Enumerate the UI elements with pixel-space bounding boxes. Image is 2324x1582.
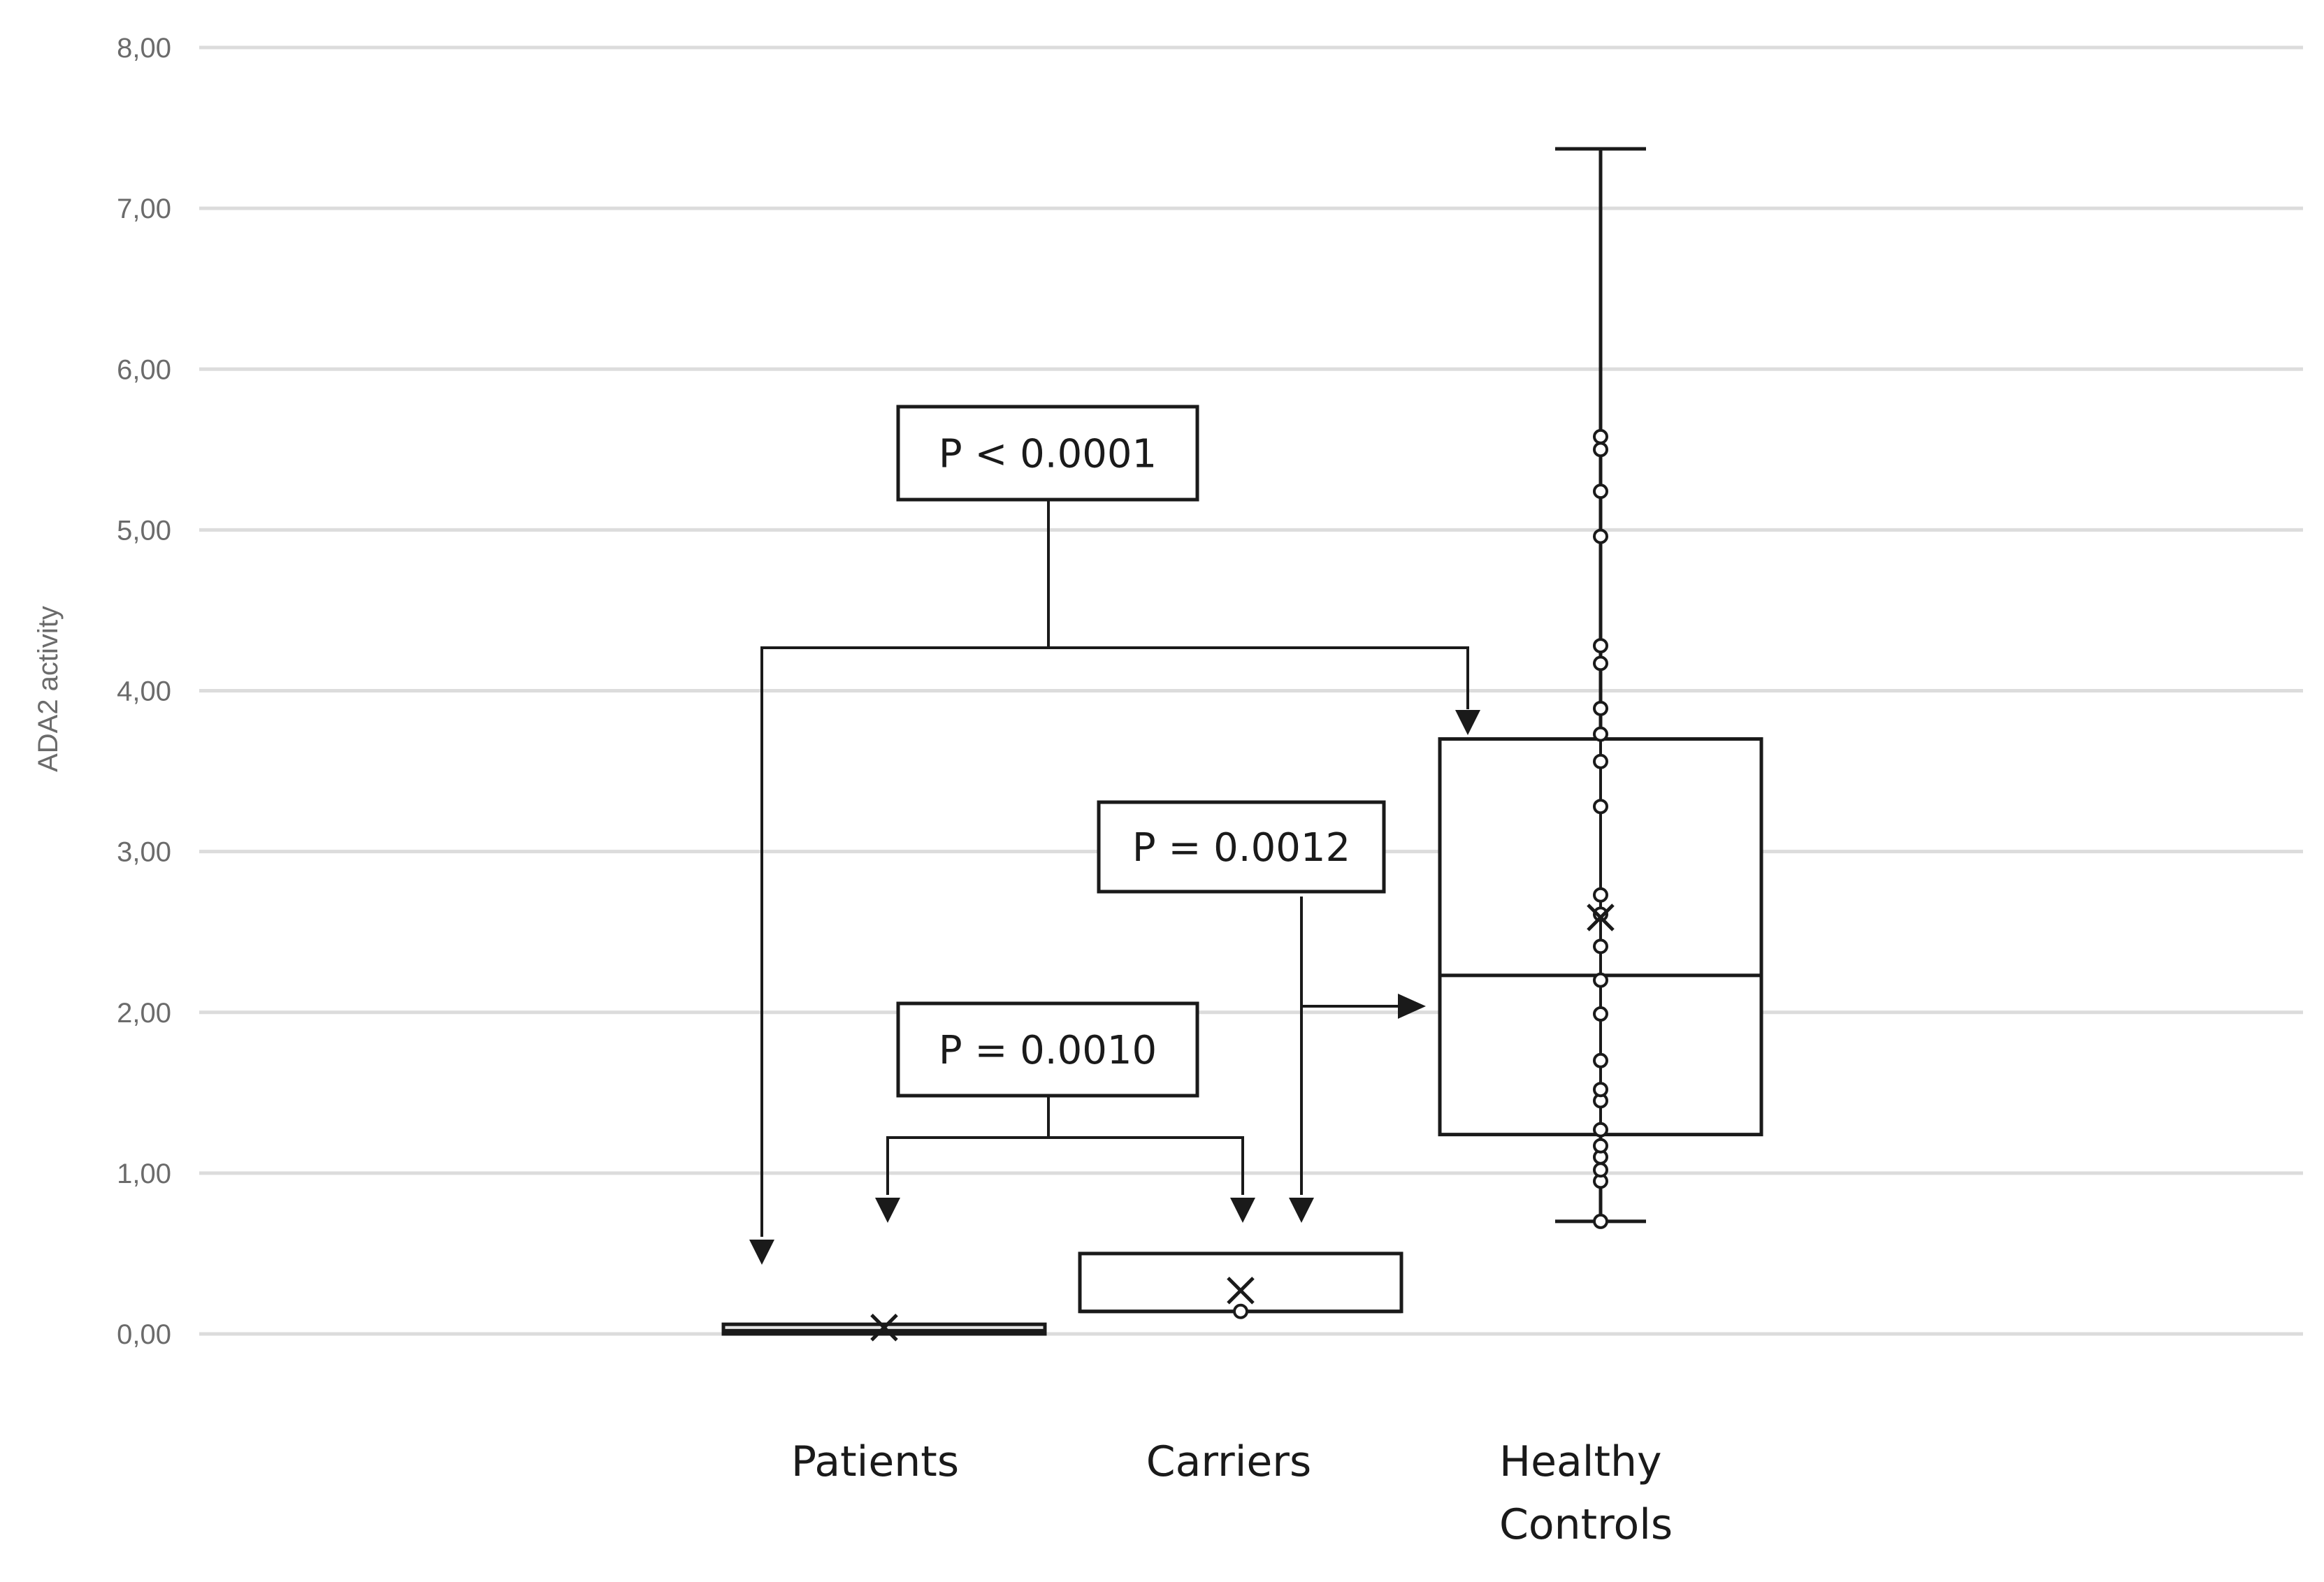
data-point-2-9 bbox=[1593, 1006, 1608, 1022]
data-point-2-4 bbox=[1593, 1138, 1608, 1154]
data-point-2-18 bbox=[1593, 655, 1608, 672]
y-tick-label-0: 0,00 bbox=[117, 1319, 171, 1350]
box-1 bbox=[1078, 1251, 1403, 1314]
data-point-2-7 bbox=[1593, 1082, 1608, 1098]
p-value-label-0: P < 0.0001 bbox=[939, 432, 1157, 477]
gridlines bbox=[199, 45, 2303, 1336]
mean-marker-2 bbox=[1587, 904, 1615, 931]
y-tick-label-1: 1,00 bbox=[117, 1159, 171, 1189]
category-label-line-1-0: Carriers bbox=[1146, 1437, 1311, 1486]
data-point-2-5 bbox=[1593, 1122, 1608, 1138]
p-value-box-1 bbox=[1097, 800, 1386, 894]
data-point-2-12 bbox=[1593, 906, 1608, 922]
category-label-1: Carriers bbox=[1146, 1437, 1311, 1486]
data-point-1-0 bbox=[1233, 1303, 1248, 1319]
data-point-2-11 bbox=[1593, 938, 1608, 955]
data-point-2-23 bbox=[1593, 428, 1608, 444]
data-point-2-20 bbox=[1593, 528, 1608, 544]
category-label-line-2-0: Healthy bbox=[1499, 1437, 1662, 1486]
p-value-label-2: P = 0.0010 bbox=[939, 1028, 1157, 1073]
mean-marker-1 bbox=[1227, 1277, 1255, 1305]
data-point-2-0 bbox=[1593, 1213, 1608, 1229]
significance-annotations: P < 0.0001 P = 0.0012 P = 0.0010 bbox=[749, 405, 1480, 1265]
arrow-head-2b bbox=[1230, 1198, 1255, 1223]
arrow-head-0b bbox=[1455, 710, 1480, 735]
data-point-2-2 bbox=[1593, 1162, 1608, 1178]
data-point-2-21 bbox=[1593, 484, 1608, 500]
data-point-2-14 bbox=[1593, 799, 1608, 815]
y-tick-label-3: 3,00 bbox=[117, 837, 171, 868]
data-point-2-13 bbox=[1593, 887, 1608, 903]
category-label-line-2-1: Controls bbox=[1499, 1500, 1673, 1549]
boxes bbox=[721, 147, 1763, 1342]
box-group-0 bbox=[721, 1314, 1047, 1342]
p-value-label-1: P = 0.0012 bbox=[1132, 825, 1350, 871]
y-tick-label-6: 6,00 bbox=[117, 354, 171, 385]
comparison-group-2: P = 0.0010 bbox=[875, 1001, 1255, 1223]
data-point-2-8 bbox=[1593, 1052, 1608, 1068]
data-point-2-19 bbox=[1593, 638, 1608, 654]
arrow-head-1b bbox=[1398, 994, 1426, 1019]
y-axis-tick-labels: 0,00 1,00 2,00 3,00 4,00 5,00 6,00 7,00 8,00 bbox=[117, 33, 171, 1350]
y-tick-label-2: 2,00 bbox=[117, 998, 171, 1029]
bracket-2 bbox=[886, 1136, 1244, 1195]
box-group-2 bbox=[1438, 147, 1763, 1229]
mean-marker-0 bbox=[870, 1314, 898, 1342]
data-point-2-17 bbox=[1593, 700, 1608, 716]
data-point-2-10 bbox=[1593, 972, 1608, 988]
y-tick-label-8: 8,00 bbox=[117, 33, 171, 64]
arrow-head-0a bbox=[749, 1240, 774, 1265]
arrow-head-2a bbox=[875, 1198, 900, 1223]
data-point-2-22 bbox=[1593, 442, 1608, 458]
y-axis-label: ADA2 activity bbox=[33, 606, 64, 772]
data-point-2-15 bbox=[1593, 753, 1608, 769]
data-point-2-16 bbox=[1593, 726, 1608, 742]
p-value-box-0 bbox=[896, 405, 1199, 502]
bracket-0 bbox=[760, 646, 1469, 1237]
y-tick-label-4: 4,00 bbox=[117, 676, 171, 707]
comparison-group-0: P < 0.0001 bbox=[749, 405, 1480, 1265]
y-tick-label-7: 7,00 bbox=[117, 194, 171, 224]
p-value-box-2 bbox=[896, 1001, 1199, 1098]
comparison-group-1: P = 0.0012 bbox=[1097, 800, 1426, 1223]
arrow-head-1a bbox=[1289, 1198, 1314, 1223]
box-group-1 bbox=[1078, 1251, 1403, 1319]
category-label-0: Patients bbox=[791, 1437, 959, 1486]
y-tick-label-5: 5,00 bbox=[117, 515, 171, 546]
category-label-line-0-0: Patients bbox=[791, 1437, 959, 1486]
